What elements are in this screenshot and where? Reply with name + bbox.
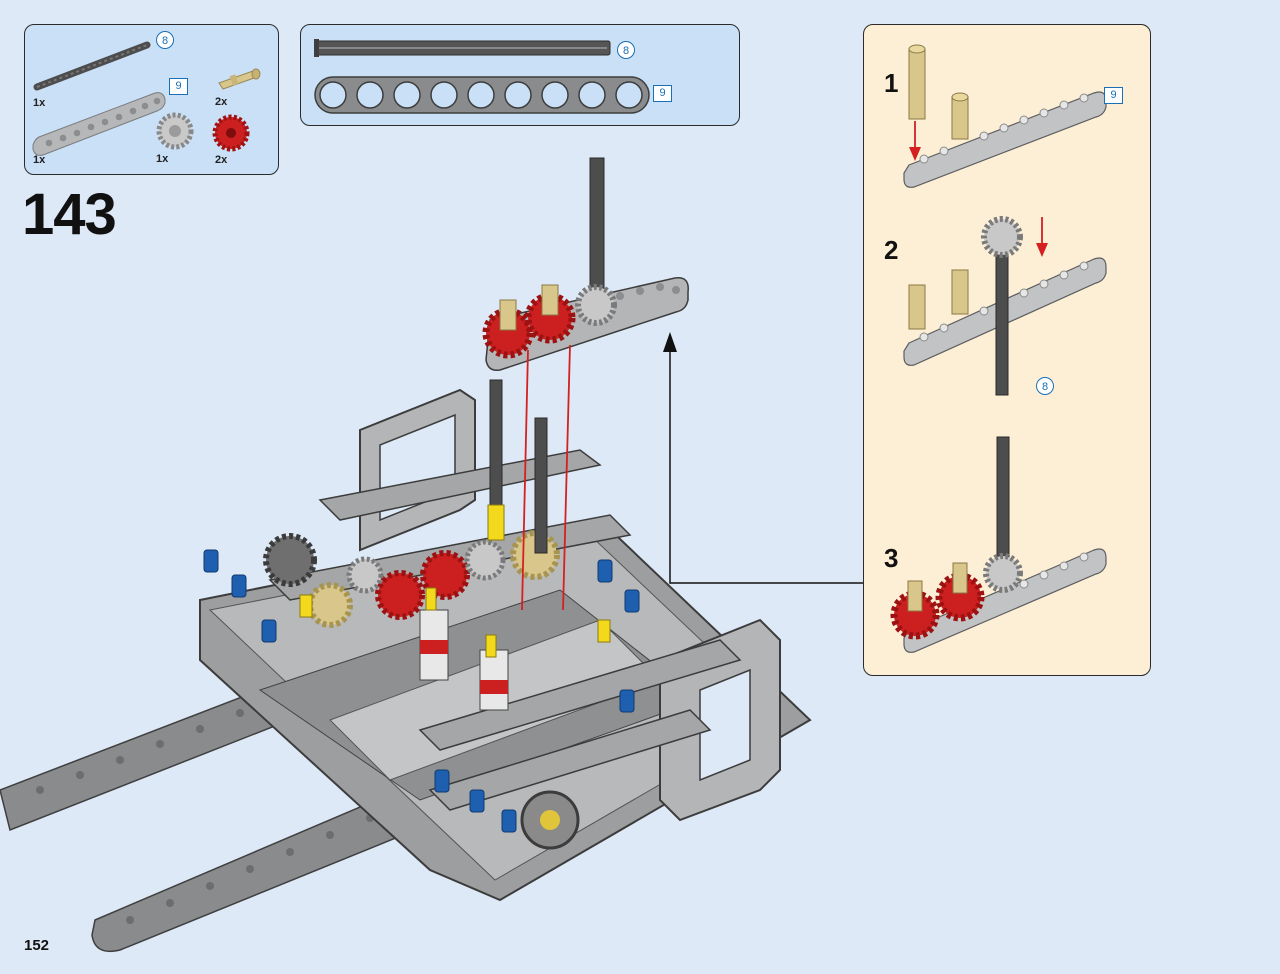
parts-illustration bbox=[32, 41, 261, 156]
rear-frame bbox=[359, 388, 476, 552]
substep-2-axle-tag: 8 bbox=[1036, 377, 1054, 395]
gear-gray-quantity: 1x bbox=[156, 153, 169, 165]
arrow-up-icon bbox=[663, 332, 677, 352]
gear-red-part bbox=[212, 114, 250, 152]
axle-length-tag: 8 bbox=[156, 31, 174, 49]
substep-1-number: 1 bbox=[884, 68, 899, 98]
parts-list-panel: 1x 8 9 1x 2x 1x 2x bbox=[24, 24, 279, 175]
subassembly-steps-illustration bbox=[890, 44, 1107, 653]
substep-2-number: 2 bbox=[884, 235, 899, 265]
pin-quantity: 2x bbox=[215, 96, 228, 108]
substep-3-illustration bbox=[890, 436, 1107, 653]
red-white-connectors bbox=[419, 609, 509, 711]
arrow-down-icon bbox=[909, 147, 921, 161]
substep-1-illustration bbox=[903, 44, 1107, 188]
pin-part bbox=[218, 68, 261, 90]
substep-1-beam-tag: 9 bbox=[1104, 87, 1123, 104]
beam-length-tag: 9 bbox=[169, 78, 188, 95]
beam-part bbox=[32, 92, 166, 156]
step-number: 143 bbox=[22, 182, 117, 247]
substep-3-number: 3 bbox=[884, 543, 899, 573]
chassis-axles bbox=[487, 379, 548, 554]
subassembly-panel: 1 9 2 8 3 bbox=[863, 24, 1151, 676]
subassembly-connector bbox=[669, 346, 863, 584]
gear-red-quantity: 2x bbox=[215, 154, 228, 166]
axle-length-reference bbox=[314, 39, 611, 57]
placement-guides bbox=[521, 344, 571, 611]
length-reference-panel: 8 9 bbox=[300, 24, 740, 126]
axle-quantity: 1x bbox=[33, 97, 46, 109]
length-illustration bbox=[314, 39, 650, 114]
assembly-gears bbox=[263, 530, 580, 850]
substep-2-illustration bbox=[903, 216, 1107, 396]
floating-subassembly bbox=[482, 157, 689, 372]
lower-long-beams bbox=[0, 689, 442, 953]
axle-part bbox=[33, 41, 151, 91]
assembly-pins bbox=[203, 549, 640, 833]
page-number: 152 bbox=[24, 937, 50, 954]
axle-length-label: 8 bbox=[617, 41, 635, 59]
beam-quantity: 1x bbox=[33, 154, 46, 166]
beam-length-label: 9 bbox=[653, 85, 672, 102]
beam-length-reference bbox=[314, 76, 650, 114]
gear-gray-part bbox=[156, 112, 194, 150]
